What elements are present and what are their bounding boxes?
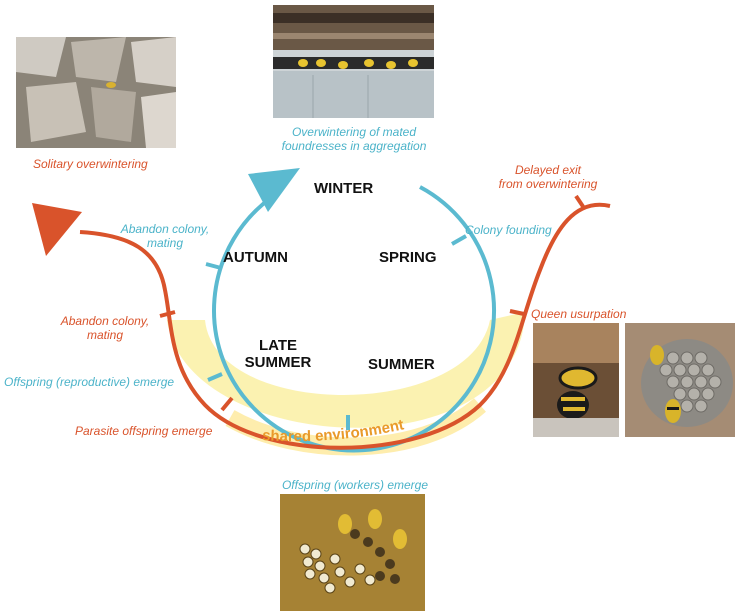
- season-summer: SUMMER: [368, 356, 435, 373]
- label-offspring-reproductive: Offspring (reproductive) emerge: [4, 375, 175, 389]
- rocks-overwintering-photo: [16, 37, 176, 148]
- label-parasite-abandon-line2: mating: [86, 328, 124, 342]
- label-delayed-exit: Delayed exit from overwintering: [488, 163, 608, 191]
- paper-nest-photo: [625, 323, 735, 437]
- label-overwintering-line2: foundresses in aggregation: [281, 139, 427, 153]
- label-colony-founding: Colony founding: [465, 223, 552, 237]
- season-autumn: AUTUMN: [223, 249, 288, 266]
- label-offspring-workers: Offspring (workers) emerge: [281, 478, 429, 492]
- parasite-tick-delayed-exit: [574, 194, 586, 210]
- season-late-summer-line2: SUMMER: [244, 354, 312, 371]
- host-tick-autumn: [205, 262, 222, 270]
- host-tick-spring: [451, 234, 467, 246]
- host-cycle-circle: [212, 185, 496, 453]
- label-parasite-offspring: Parasite offspring emerge: [75, 424, 213, 438]
- label-host-abandon-line1: Abandon colony,: [120, 222, 210, 236]
- overwintering-aggregation-photo: [273, 5, 434, 118]
- label-delayed-exit-line1: Delayed exit: [514, 163, 582, 177]
- season-spring: SPRING: [379, 249, 437, 266]
- label-host-abandon-colony: Abandon colony, mating: [110, 222, 220, 250]
- host-cycle-arrowhead: [248, 168, 300, 212]
- shared-environment-band: [167, 312, 525, 428]
- parasite-cycle-arrowhead: [32, 203, 82, 256]
- label-solitary-overwintering: Solitary overwintering: [33, 157, 148, 171]
- label-queen-usurpation: Queen usurpation: [531, 307, 627, 321]
- parasite-cycle-curve: [79, 202, 611, 450]
- queen-usurpation-photo: [533, 323, 619, 437]
- comb-workers-photo: [280, 494, 425, 611]
- host-tick-late-summer: [207, 372, 223, 382]
- label-host-abandon-line2: mating: [146, 236, 184, 250]
- parasite-tick-abandon: [159, 310, 176, 318]
- season-late-summer: LATE SUMMER: [238, 337, 318, 371]
- label-delayed-exit-line2: from overwintering: [498, 177, 598, 191]
- label-overwintering-aggregation: Overwintering of mated foundresses in ag…: [263, 125, 445, 153]
- parasite-tick-emerge: [220, 396, 234, 412]
- parasite-tick-usurpation: [509, 309, 525, 316]
- label-overwintering-line1: Overwintering of mated: [291, 125, 417, 139]
- label-parasite-abandon-line1: Abandon colony,: [60, 314, 150, 328]
- season-late-summer-line1: LATE: [258, 337, 298, 354]
- label-parasite-abandon-colony: Abandon colony, mating: [50, 314, 160, 342]
- season-winter: WINTER: [314, 180, 374, 197]
